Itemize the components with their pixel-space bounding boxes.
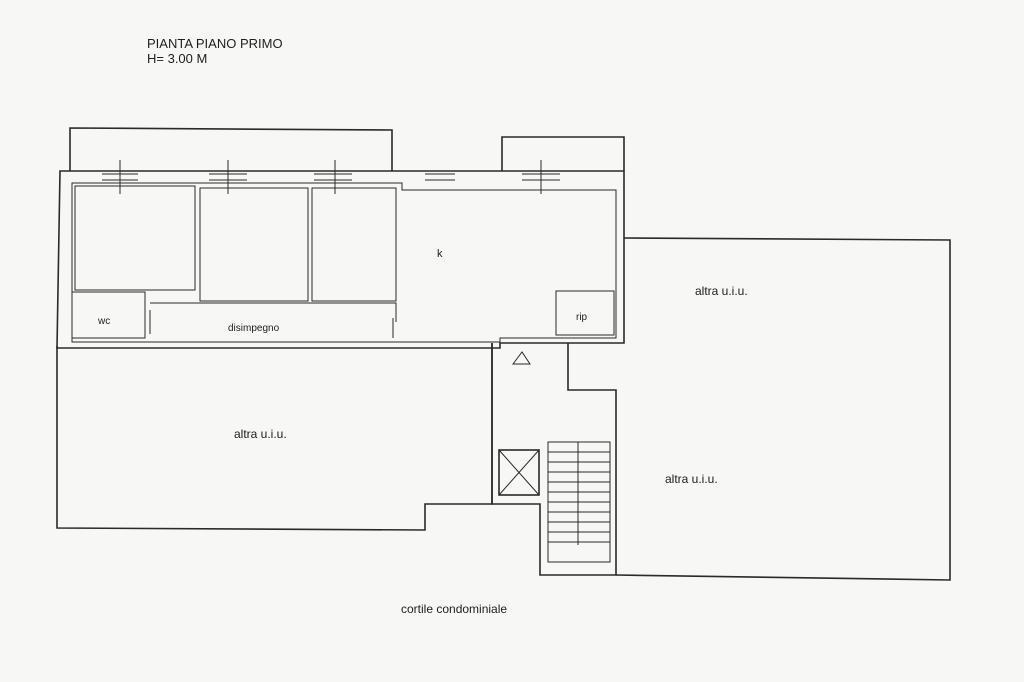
apartment-inner-outline — [71, 182, 617, 343]
ceiling-height: H= 3.00 M — [147, 51, 208, 66]
label-wc: wc — [97, 316, 110, 327]
label-hallway: disimpegno — [228, 323, 280, 334]
windows — [102, 160, 560, 194]
hallway-wall — [150, 302, 397, 322]
north-marker — [512, 351, 531, 365]
lift-shaft — [498, 449, 540, 496]
stair-core — [491, 343, 617, 576]
label-neighbour-right-top: altra u.i.u. — [695, 284, 748, 298]
stair-core-outline — [491, 343, 617, 576]
doors — [149, 310, 557, 338]
window-4 — [425, 173, 455, 181]
window-5 — [522, 160, 560, 194]
balcony-right — [501, 136, 625, 171]
neighbour-units — [56, 237, 951, 581]
lift-cross-2 — [498, 449, 540, 496]
apartment-outline — [56, 170, 625, 349]
stair-treads — [548, 442, 610, 545]
window-2 — [209, 160, 247, 194]
label-neighbour-left: altra u.i.u. — [234, 427, 287, 441]
apartment — [56, 170, 625, 349]
room-1 — [74, 185, 196, 291]
plan-title-block: PIANTA PIANO PRIMO H= 3.00 M — [147, 36, 283, 66]
balconies — [69, 127, 625, 171]
room-3 — [311, 187, 397, 302]
plan-title: PIANTA PIANO PRIMO — [147, 36, 283, 51]
neighbour-right-outline — [615, 237, 951, 581]
wc-walls — [72, 291, 146, 339]
room-2 — [199, 187, 309, 302]
balcony-left — [69, 127, 393, 171]
label-kitchen: k — [437, 248, 443, 260]
window-1 — [102, 160, 138, 194]
window-3 — [314, 160, 352, 194]
label-neighbour-right-bottom: altra u.i.u. — [665, 472, 718, 486]
label-storage: rip — [576, 312, 588, 323]
label-courtyard: cortile condominiale — [401, 602, 507, 616]
